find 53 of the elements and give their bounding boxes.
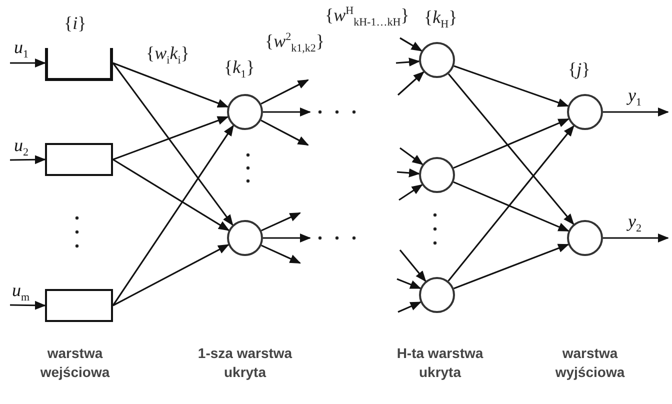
neuron-circle	[567, 94, 603, 130]
arrow	[603, 108, 670, 116]
arrow	[603, 234, 670, 242]
arrow	[10, 58, 46, 68]
neuron-circle	[227, 94, 263, 130]
math-label: {j}	[568, 60, 590, 78]
layer-caption: warstwa wejściowa	[39, 344, 111, 382]
math-label: {w$_{i}$k$_{i}$}	[146, 44, 190, 67]
arrow	[260, 120, 309, 146]
arrow	[10, 155, 46, 164]
arrow	[112, 244, 230, 306]
arrow	[112, 158, 230, 231]
arrow	[448, 73, 574, 226]
neuron-circle	[567, 220, 603, 256]
neuron-circle	[419, 157, 455, 193]
arrow	[454, 65, 570, 107]
arrow	[454, 244, 570, 290]
math-label: {k$_{1}$}	[224, 58, 255, 81]
arrow	[399, 250, 426, 282]
arrow	[263, 108, 312, 116]
arrow	[448, 125, 574, 282]
arrow	[396, 278, 422, 290]
math-label: {i}	[64, 14, 86, 32]
arrow	[400, 37, 422, 52]
arrow	[112, 62, 229, 108]
input-box	[45, 48, 113, 81]
arrow	[400, 147, 424, 166]
math-label: {w$^{2}$$_{k1,k2}$}	[265, 32, 325, 55]
arrow	[398, 184, 423, 201]
arrow	[112, 116, 229, 160]
arrow	[397, 71, 424, 96]
layer-caption: H-ta warstwa ukryta	[396, 344, 484, 382]
input-box	[45, 143, 113, 176]
arrow	[261, 212, 302, 232]
arrow	[453, 181, 570, 232]
arrow	[396, 58, 420, 67]
arrow	[260, 79, 309, 105]
neuron-circle	[419, 42, 455, 78]
arrow	[398, 301, 422, 313]
arrow	[112, 124, 234, 306]
neuron-circle	[227, 220, 263, 256]
math-label: {k$_{H}$}	[424, 8, 458, 31]
arrow	[453, 118, 570, 169]
arrow	[396, 168, 420, 178]
input-box	[45, 289, 113, 322]
neuron-circle	[419, 277, 455, 313]
arrow	[263, 234, 312, 242]
layer-caption: 1-sza warstwa ukryta	[196, 344, 294, 382]
math-label: {w$^{H}$$_{kH-1…kH}$}	[325, 6, 410, 29]
layer-caption: warstwa wyjściowa	[554, 344, 626, 382]
arrow	[261, 244, 302, 264]
arrow	[10, 300, 46, 310]
arrow	[112, 62, 234, 226]
